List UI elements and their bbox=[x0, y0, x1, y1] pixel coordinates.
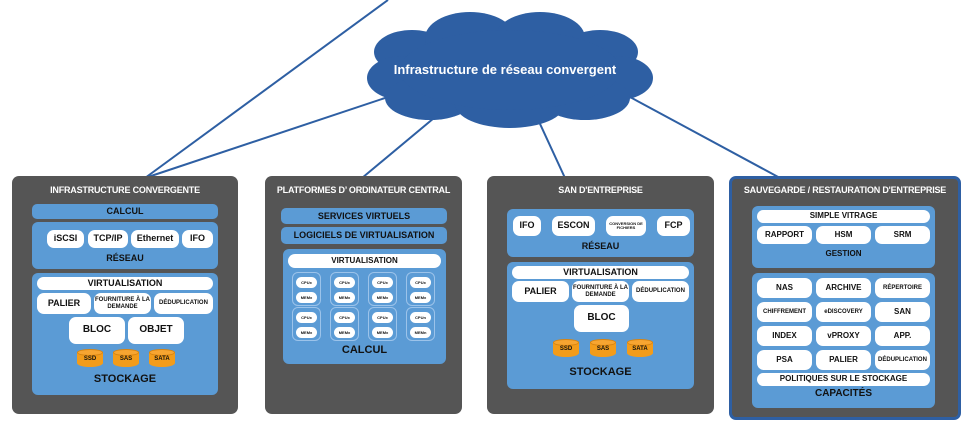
disk-sas-icon: SAS bbox=[113, 349, 139, 367]
column-title: PLATFORMES D’ ORDINATEUR CENTRAL bbox=[276, 185, 451, 195]
storage-option: PALIER bbox=[512, 281, 569, 302]
management-label: GESTION bbox=[825, 249, 862, 258]
network-item: CONVERSION DE FICHIERS bbox=[606, 216, 646, 236]
block-storage: BLOC bbox=[574, 305, 629, 332]
network-panel: IFO ESCON CONVERSION DE FICHIERS FCP RÉS… bbox=[507, 209, 694, 257]
storage-option: DÉDUPLICATION bbox=[632, 281, 689, 302]
virtualisation-bar: VIRTUALISATION bbox=[37, 277, 213, 290]
storage-panel: VIRTUALISATION PALIER FOURNITURE À LA DE… bbox=[32, 273, 218, 395]
compute-label: CALCUL bbox=[341, 344, 388, 356]
storage-option: FOURNITURE À LA DEMANDE bbox=[94, 293, 151, 314]
connector-line-1b bbox=[144, 96, 389, 179]
column-title: SAN D'ENTREPRISE bbox=[558, 185, 643, 195]
capability-item: SAN bbox=[875, 302, 930, 322]
virtualisation-bar: VIRTUALISATION bbox=[288, 254, 441, 268]
column-infrastructure-convergente: INFRASTRUCTURE CONVERGENTE CALCUL iSCSI … bbox=[12, 176, 238, 414]
mem-chip: MEMx bbox=[372, 292, 393, 303]
mem-chip: MEMx bbox=[410, 292, 431, 303]
storage-policies-bar: POLITIQUES SUR LE STOCKAGE bbox=[757, 373, 930, 386]
cpu-chip: CPUx bbox=[296, 312, 317, 323]
column-sauvegarde-restauration: SAUVEGARDE / RESTAURATION D'ENTREPRISE S… bbox=[729, 176, 961, 420]
capability-item: INDEX bbox=[757, 326, 812, 346]
network-item: iSCSI bbox=[47, 230, 84, 248]
capability-item: DÉDUPLICATION bbox=[875, 350, 930, 370]
mem-chip: MEMx bbox=[296, 292, 317, 303]
network-label: RÉSEAU bbox=[581, 241, 620, 251]
cloud-shape bbox=[367, 12, 653, 128]
connector-line-4 bbox=[629, 96, 781, 179]
services-virtuels-bar: SERVICES VIRTUELS bbox=[281, 208, 447, 224]
management-item: RAPPORT bbox=[757, 226, 812, 244]
disk-sata-icon: SATA bbox=[149, 349, 175, 367]
management-item: SRM bbox=[875, 226, 930, 244]
capability-item: NAS bbox=[757, 278, 812, 298]
column-title: SAUVEGARDE / RESTAURATION D'ENTREPRISE bbox=[743, 185, 947, 195]
network-panel: iSCSI TCP/IP Ethernet IFO RÉSEAU bbox=[32, 222, 218, 269]
connector-line-2 bbox=[361, 112, 441, 179]
storage-label: STOCKAGE bbox=[93, 373, 157, 385]
capability-item: RÉPERTOIRE bbox=[875, 278, 930, 298]
network-item: FCP bbox=[657, 216, 690, 236]
block-storage: BLOC bbox=[69, 317, 125, 344]
disk-ssd-icon: SSD bbox=[77, 349, 103, 367]
network-label: RÉSEAU bbox=[106, 253, 144, 263]
cpu-chip: CPUx bbox=[372, 277, 393, 288]
storage-option: PALIER bbox=[37, 293, 91, 314]
cpu-chip: CPUn bbox=[410, 312, 431, 323]
capability-item: CHIFFREMENT bbox=[757, 302, 812, 322]
column-san-entreprise: SAN D'ENTREPRISE IFO ESCON CONVERSION DE… bbox=[487, 176, 714, 414]
cpu-chip: CPUx bbox=[334, 277, 355, 288]
column-title: INFRASTRUCTURE CONVERGENTE bbox=[50, 185, 200, 195]
network-item: IFO bbox=[513, 216, 541, 236]
capability-item: vPROXY bbox=[816, 326, 871, 346]
connector-line-1 bbox=[144, 0, 389, 179]
disk-sas-icon: SAS bbox=[590, 339, 616, 357]
storage-option: FOURNITURE À LA DEMANDE bbox=[572, 281, 629, 302]
column-platformes-ordinateur-central: PLATFORMES D’ ORDINATEUR CENTRAL SERVICE… bbox=[265, 176, 462, 414]
storage-panel: VIRTUALISATION PALIER FOURNITURE À LA DE… bbox=[507, 262, 694, 389]
network-item: TCP/IP bbox=[88, 230, 128, 248]
mem-chip: MEMx bbox=[372, 327, 393, 338]
simple-vitrage-bar: SIMPLE VITRAGE bbox=[757, 210, 930, 223]
storage-label: STOCKAGE bbox=[569, 366, 632, 378]
management-item: HSM bbox=[816, 226, 871, 244]
capability-item: PSA bbox=[757, 350, 812, 370]
network-item: ESCON bbox=[552, 216, 595, 236]
management-panel: SIMPLE VITRAGE RAPPORT HSM SRM GESTION bbox=[752, 206, 935, 268]
capability-item: PALIER bbox=[816, 350, 871, 370]
capabilities-label: CAPACITÉS bbox=[814, 388, 873, 399]
mem-chip: MEMx bbox=[334, 327, 355, 338]
storage-option: DÉDUPLICATION bbox=[154, 293, 213, 314]
mem-chip: MEMn bbox=[410, 327, 431, 338]
capability-item: APP. bbox=[875, 326, 930, 346]
cpu-chip: CPUx bbox=[372, 312, 393, 323]
cloud-title: Infrastructure de réseau convergent bbox=[393, 62, 617, 77]
calcul-bar: CALCUL bbox=[32, 204, 218, 219]
object-storage: OBJET bbox=[128, 317, 184, 344]
logiciels-virtualisation-bar: LOGICIELS DE VIRTUALISATION bbox=[281, 227, 447, 244]
mem-chip: MEMx bbox=[296, 327, 317, 338]
cpu-chip: CPUx bbox=[410, 277, 431, 288]
disk-ssd-icon: SSD bbox=[553, 339, 579, 357]
disk-sata-icon: SATA bbox=[627, 339, 653, 357]
virtualisation-bar: VIRTUALISATION bbox=[512, 266, 689, 279]
cpu-chip: CPUx bbox=[296, 277, 317, 288]
capability-item: eDISCOVERY bbox=[816, 302, 871, 322]
capability-item: ARCHIVE bbox=[816, 278, 871, 298]
mem-chip: MEMx bbox=[334, 292, 355, 303]
network-item: IFO bbox=[182, 230, 213, 248]
network-item: Ethernet bbox=[131, 230, 179, 248]
cpu-chip: CPUx bbox=[334, 312, 355, 323]
